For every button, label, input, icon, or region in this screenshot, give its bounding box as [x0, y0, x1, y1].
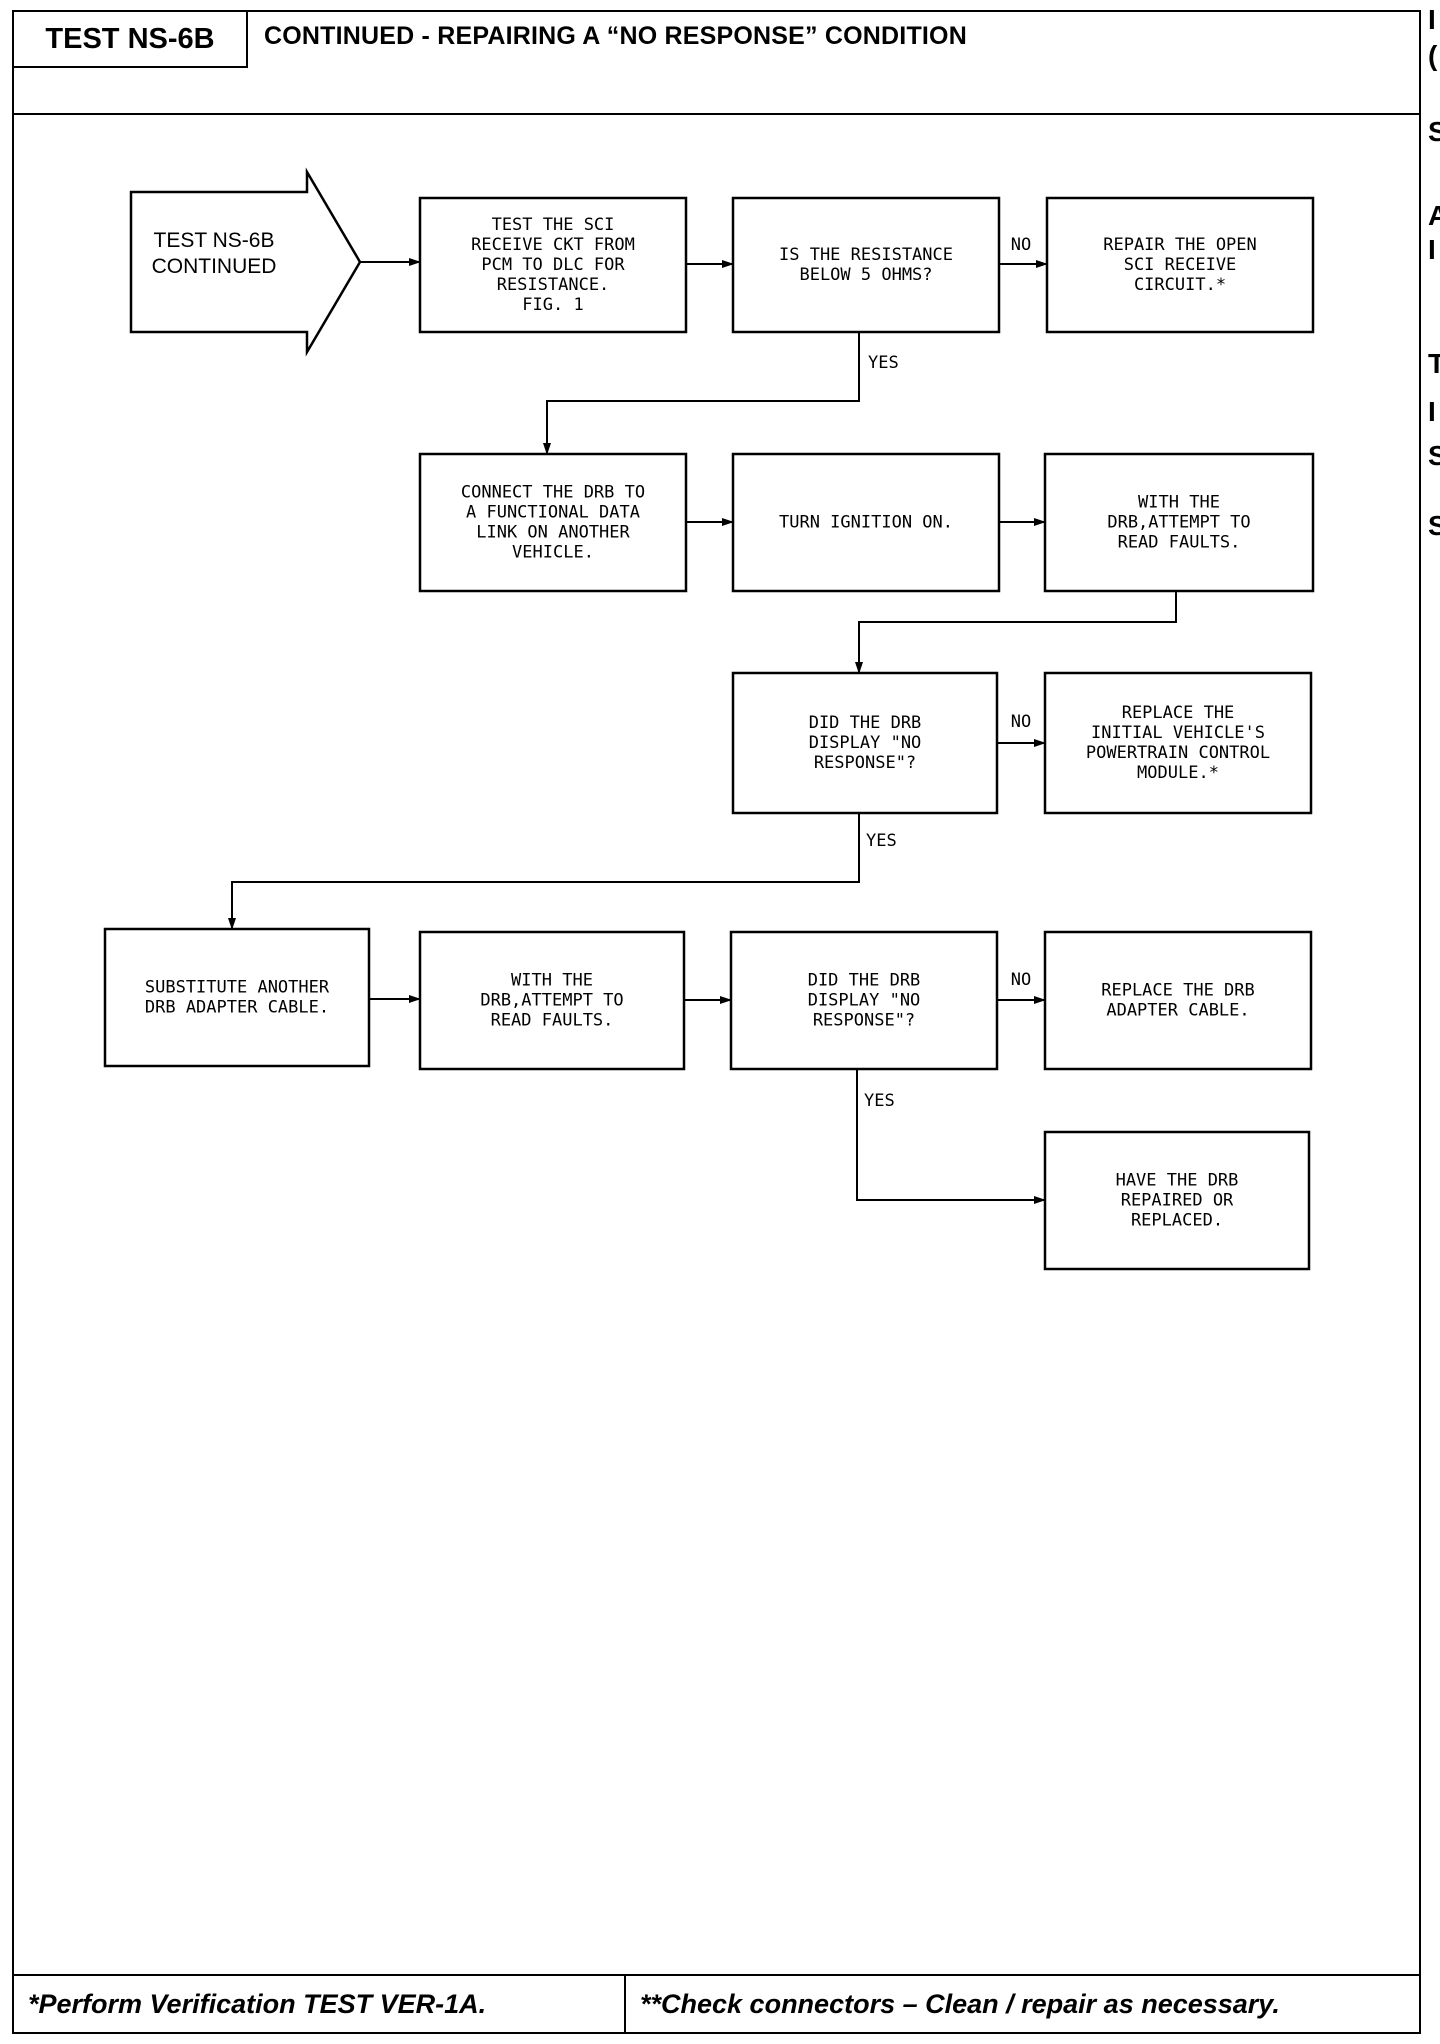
- step-box-n4: [1043, 452, 1315, 593]
- arrow-decision3-yes: [856, 1069, 1046, 1204]
- decision-text: DISPLAY "NO: [808, 991, 921, 1011]
- footer: *Perform Verification TEST VER-1A. **Che…: [14, 1974, 1419, 2032]
- edge-letter: I: [1428, 4, 1436, 35]
- result-text: HAVE THE DRB: [1116, 1171, 1239, 1191]
- result-box-r2: [1043, 671, 1313, 815]
- result-text: ADAPTER CABLE.: [1106, 1001, 1249, 1021]
- result-box-r1: [1045, 196, 1315, 334]
- arrow-decision2-yes: [228, 813, 860, 930]
- start-label: CONTINUED: [152, 255, 277, 278]
- edge-label-yes: YES: [864, 1091, 895, 1111]
- step-box-n3: [731, 452, 1001, 593]
- decision-box-d2: [731, 671, 999, 815]
- step-text: A FUNCTIONAL DATA: [466, 503, 640, 523]
- decision-text: DID THE DRB: [808, 971, 921, 991]
- start-label: TEST NS-6B: [154, 229, 275, 252]
- decision-text: BELOW 5 OHMS?: [799, 265, 932, 285]
- step-text: SUBSTITUTE ANOTHER: [145, 978, 330, 998]
- step-text: VEHICLE.: [512, 543, 594, 563]
- step-text: WITH THE: [1138, 493, 1220, 513]
- decision-text: RESPONSE"?: [813, 1011, 915, 1031]
- edge-letter: I: [1428, 396, 1436, 427]
- result-text: REPLACE THE: [1122, 703, 1235, 723]
- edge-letter: S: [1428, 440, 1440, 471]
- edge-letter: I: [1428, 234, 1436, 265]
- result-text: CIRCUIT.*: [1134, 275, 1226, 295]
- step-text: READ FAULTS.: [1118, 533, 1241, 553]
- step-text: PCM TO DLC FOR: [481, 255, 625, 275]
- edge-label-no: NO: [1011, 970, 1031, 990]
- result-text: POWERTRAIN CONTROL: [1086, 743, 1270, 763]
- step-text: WITH THE: [511, 971, 593, 991]
- step-text: RESISTANCE.: [497, 275, 610, 295]
- step-text: CONNECT THE DRB TO: [461, 483, 645, 503]
- result-text: REPLACED.: [1131, 1211, 1223, 1231]
- arrow-read-to-decision2: [855, 591, 1177, 674]
- result-text: REPAIRED OR: [1121, 1191, 1234, 1211]
- test-id: TEST NS-6B: [14, 12, 248, 68]
- result-box-r4: [1043, 1130, 1311, 1271]
- result-text: SCI RECEIVE: [1124, 255, 1237, 275]
- decision-text: DISPLAY "NO: [809, 733, 922, 753]
- result-box-r3: [1043, 930, 1313, 1071]
- arrow-decision1-yes: [543, 332, 860, 455]
- edge-label-yes: YES: [866, 831, 897, 851]
- edge-letter: S: [1428, 510, 1440, 541]
- result-text: REPLACE THE DRB: [1101, 981, 1255, 1001]
- step-text: DRB ADAPTER CABLE.: [145, 998, 329, 1018]
- edge-letter: S: [1428, 116, 1440, 147]
- page-title: CONTINUED - REPAIRING A “NO RESPONSE” CO…: [264, 22, 967, 50]
- start-arrow-shape: [129, 167, 362, 357]
- edge-label-no: NO: [1011, 235, 1031, 255]
- step-text: RECEIVE CKT FROM: [471, 235, 635, 255]
- edge-letter: T: [1428, 348, 1440, 379]
- decision-text: RESPONSE"?: [814, 753, 916, 773]
- step-text: DRB,ATTEMPT TO: [1107, 513, 1250, 533]
- footer-note-connectors: **Check connectors – Clean / repair as n…: [640, 1988, 1280, 2019]
- step-box-n6: [418, 930, 686, 1071]
- step-text: READ FAULTS.: [491, 1011, 614, 1031]
- decision-box-d1: [731, 196, 1001, 334]
- step-text: FIG. 1: [522, 295, 583, 315]
- edge-letter: (: [1428, 40, 1438, 71]
- result-text: MODULE.*: [1137, 763, 1219, 783]
- step-text: LINK ON ANOTHER: [476, 523, 630, 543]
- step-text: DRB,ATTEMPT TO: [480, 991, 623, 1011]
- decision-text: IS THE RESISTANCE: [779, 245, 953, 265]
- decision-box-d3: [729, 930, 999, 1071]
- step-text: TEST THE SCI: [492, 215, 615, 235]
- result-text: INITIAL VEHICLE'S: [1091, 723, 1265, 743]
- decision-text: DID THE DRB: [809, 713, 922, 733]
- edge-label-yes: YES: [868, 353, 899, 373]
- step-box-n5: [103, 927, 371, 1068]
- footer-note-verification: *Perform Verification TEST VER-1A.: [14, 1976, 626, 2032]
- edge-label-no: NO: [1011, 712, 1031, 732]
- page-frame: TEST NS-6B CONTINUED - REPAIRING A “NO R…: [12, 10, 1421, 2034]
- step-text: TURN IGNITION ON.: [779, 513, 953, 533]
- edge-letter: A: [1428, 200, 1440, 231]
- result-text: REPAIR THE OPEN: [1103, 235, 1257, 255]
- header: TEST NS-6B CONTINUED - REPAIRING A “NO R…: [14, 12, 1419, 115]
- step-box-n2: [418, 452, 688, 593]
